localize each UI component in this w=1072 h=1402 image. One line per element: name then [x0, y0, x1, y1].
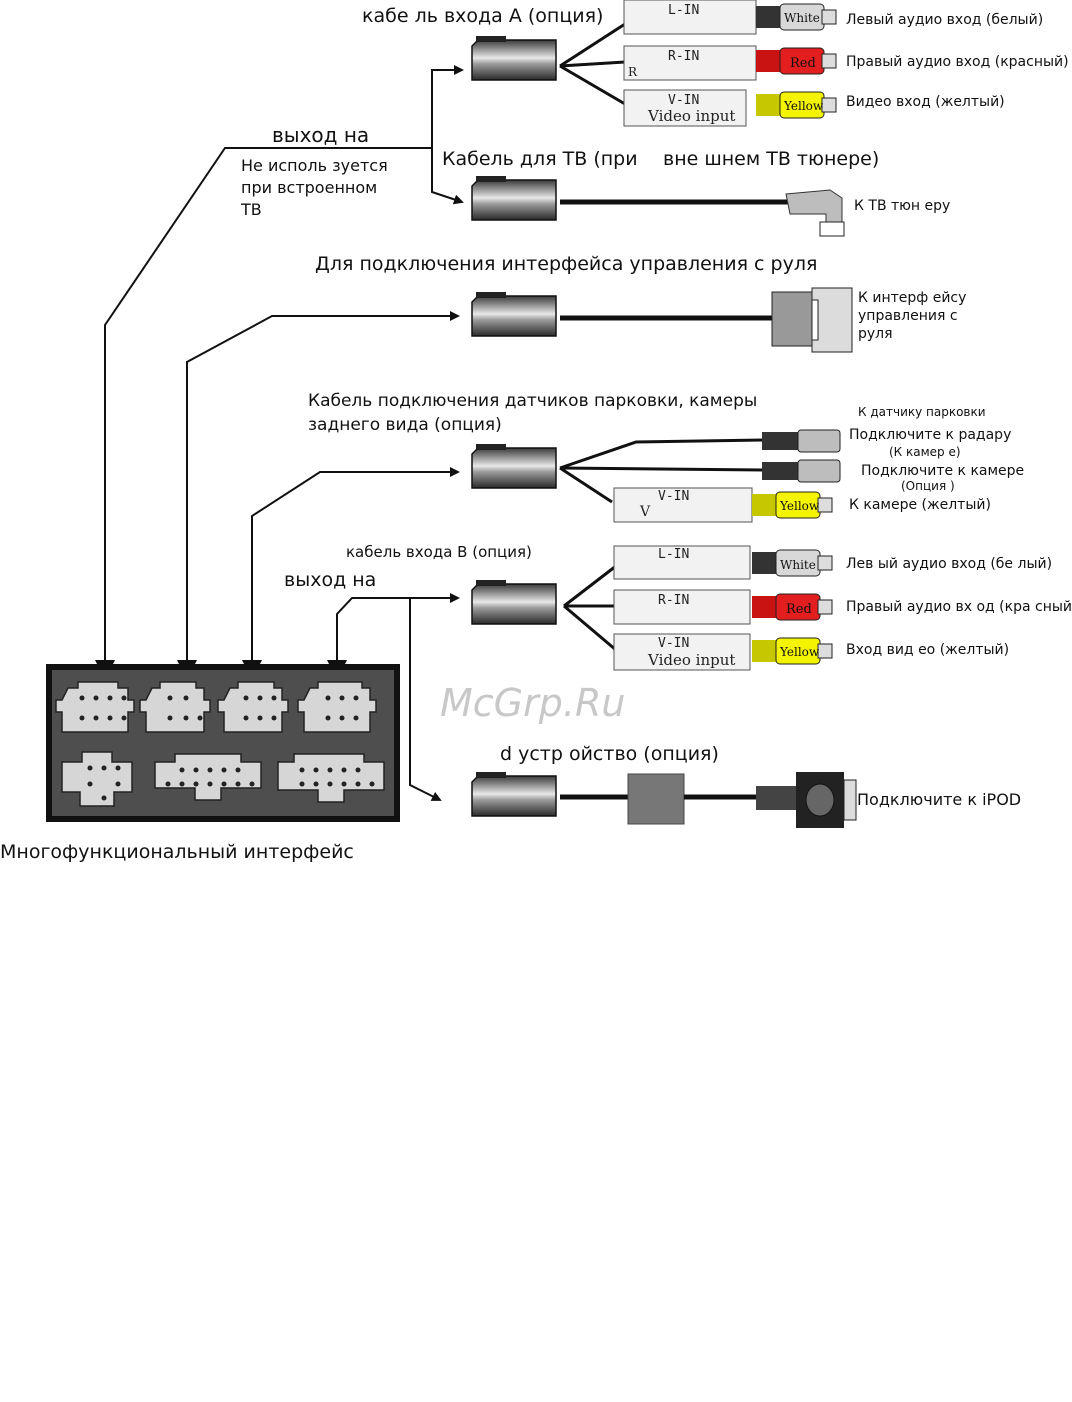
input-a-box-l-text: L-IN: [668, 3, 699, 18]
input-b-desc-r: Правый аудио вх од (кра сный): [846, 599, 1072, 615]
input-b-box-r: [613, 589, 751, 625]
parking-desc-top: К датчику парковки: [858, 405, 986, 419]
input-b-title: кабель входа В (опция): [346, 543, 532, 561]
input-a-connector: [471, 36, 557, 81]
tv-title-part1: Кабель для ТВ (при: [442, 148, 638, 170]
input-a-plug-yellow: Yellow: [756, 91, 837, 119]
input-b-box-l: [613, 545, 751, 580]
input-a-desc-v: Видео вход (желтый): [846, 94, 1005, 110]
ipod-title: d устр ойство (опция): [500, 743, 719, 765]
input-b-exit-label: выход на: [284, 569, 376, 591]
tv-note-line2: при встроенном: [241, 178, 377, 197]
parking-connector: [471, 444, 557, 489]
parking-box-v: [613, 487, 753, 523]
input-a-box-r-small: R: [628, 65, 638, 79]
parking-plug-radar: [762, 429, 841, 453]
parking-title-line2: заднего вида (опция): [308, 415, 502, 435]
input-a-plug-white-text: White: [784, 11, 820, 25]
input-b-box-r-text: R-IN: [658, 593, 689, 608]
input-b-desc-l: Лев ый аудио вход (бе лый): [846, 556, 1052, 572]
input-a-plug-white: White: [756, 3, 837, 31]
routing-wires: [104, 65, 464, 801]
tv-note-line1: Не исполь зуется: [241, 156, 388, 175]
input-b-plug-yellow-text: Yellow: [779, 645, 820, 659]
input-a-plug-red-text: Red: [790, 56, 816, 71]
interface-label: Многофункциональный интерфейс: [0, 841, 354, 863]
parking-desc-camera: Подключите к камере: [861, 463, 1024, 479]
steering-connector: [471, 292, 557, 337]
parking-desc-opt: (Опция ): [901, 479, 955, 493]
input-a-desc-l: Левый аудио вход (белый): [846, 12, 1043, 28]
tv-desc: К ТВ тюн еру: [854, 198, 950, 214]
tv-group: Не исполь зуется при встроенном ТВ Кабел…: [240, 148, 950, 237]
parking-plug-yellow: Yellow: [752, 491, 833, 519]
input-b-plug-white-text: White: [780, 558, 816, 572]
input-b-box-l-text: L-IN: [658, 547, 689, 562]
input-a-plug-red: Red: [756, 47, 837, 75]
tv-connector: [471, 176, 557, 221]
ipod-desc: Подключите к iPOD: [857, 790, 1021, 809]
parking-desc-radar: Подключите к радару: [849, 427, 1011, 443]
parking-title-line1: Кабель подключения датчиков парковки, ка…: [308, 391, 757, 411]
input-b-plug-red: Red: [752, 593, 833, 621]
parking-plug-camera: [762, 459, 841, 483]
input-a-group: кабе ль входа А (опция) выход на L-IN R-…: [272, 0, 1069, 147]
input-b-plug-red-text: Red: [786, 602, 812, 617]
steering-desc-line3: руля: [858, 326, 893, 342]
parking-group: Кабель подключения датчиков парковки, ка…: [308, 391, 1024, 523]
input-a-box-v: [623, 89, 747, 127]
parking-box-v-text: V-IN: [658, 489, 689, 504]
input-a-desc-r: Правый аудио вход (красный): [846, 54, 1069, 70]
input-b-box-v: [613, 633, 751, 671]
input-b-plug-white: White: [752, 549, 833, 577]
input-b-desc-v: Вход вид ео (желтый): [846, 642, 1009, 658]
steering-group: Для подключения интерфейса управления с …: [315, 253, 966, 353]
input-a-box-l: [623, 0, 757, 35]
steering-plug: [771, 287, 853, 353]
tv-plug: [785, 189, 845, 237]
ipod-plug: [756, 772, 857, 828]
watermark: McGrp.Ru: [440, 681, 625, 725]
ipod-group: d устр ойство (опция) Подключите к iPOD: [471, 743, 1021, 828]
input-a-box-v-sub: Video input: [647, 107, 735, 125]
parking-desc-cam-paren: (К камер е): [889, 445, 961, 459]
input-a-box-r-text: R-IN: [668, 49, 699, 64]
input-a-plug-yellow-text: Yellow: [783, 99, 824, 113]
multifunction-interface: [46, 664, 400, 822]
input-b-group: кабель входа В (опция) выход на L-IN R-I…: [284, 543, 1072, 671]
parking-box-v-small: V: [639, 504, 651, 520]
input-b-connector: [471, 580, 557, 625]
ipod-connector: [471, 772, 557, 817]
input-a-exit-label: выход на: [272, 123, 369, 147]
steering-desc-line1: К интерф ейсу: [858, 290, 966, 306]
input-b-plug-yellow: Yellow: [752, 637, 833, 665]
tv-title-part2: вне шнем ТВ тюнере): [663, 148, 879, 170]
ipod-adapter: [627, 773, 685, 825]
input-a-box-r: [623, 45, 757, 81]
parking-plug-yellow-text: Yellow: [779, 499, 820, 513]
steering-desc-line2: управления с: [858, 308, 958, 324]
input-b-box-v-sub: Video input: [647, 651, 735, 669]
steering-title: Для подключения интерфейса управления с …: [315, 253, 817, 275]
tv-note-line3: ТВ: [240, 200, 262, 219]
parking-desc-yellow: К камере (желтый): [849, 497, 991, 513]
input-b-box-v-text: V-IN: [658, 636, 689, 651]
input-a-title: кабе ль входа А (опция): [362, 5, 603, 27]
input-a-box-v-text: V-IN: [668, 93, 699, 108]
